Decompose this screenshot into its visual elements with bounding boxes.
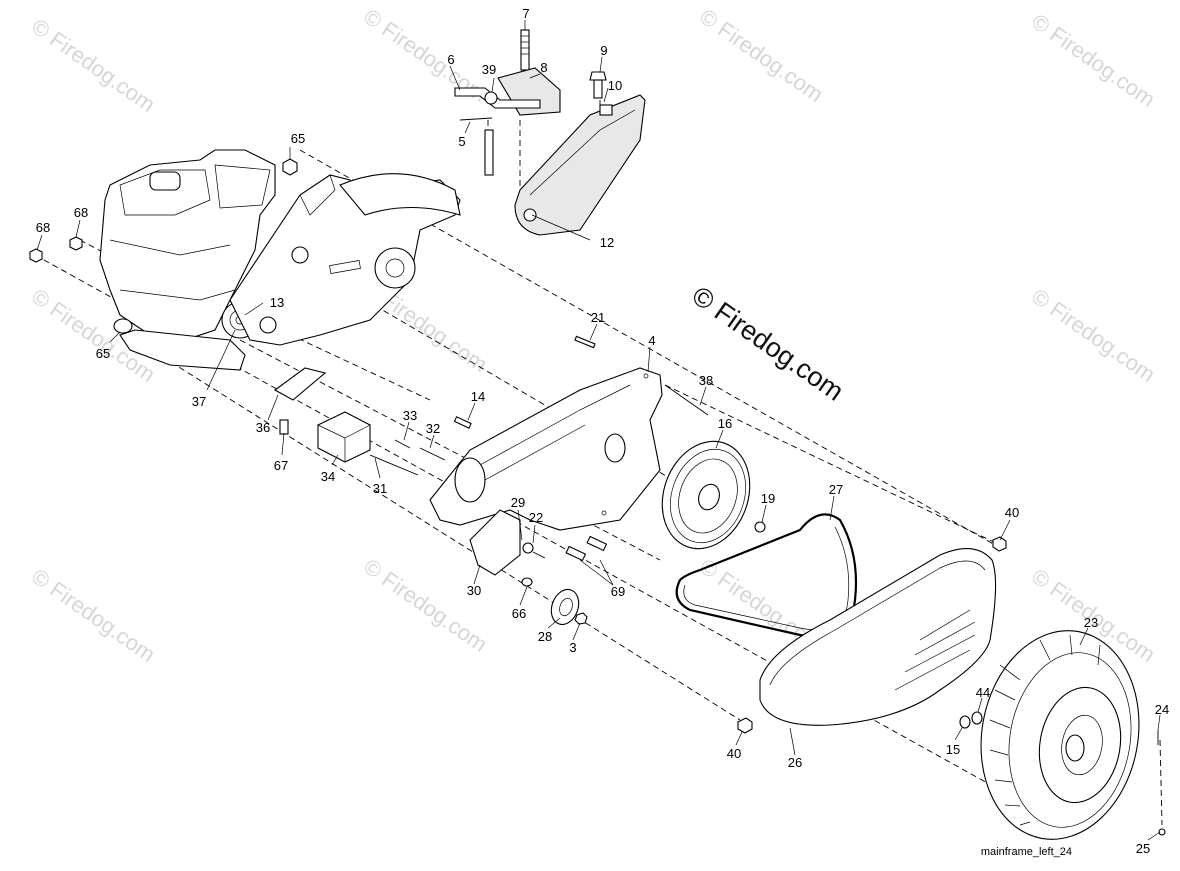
callout-40-bottom: 40 <box>727 746 741 761</box>
callout-12: 12 <box>600 235 614 250</box>
wheel-tire <box>959 630 1166 840</box>
callout-65-bottom: 65 <box>96 346 110 361</box>
watermark-8: © Firedog.com <box>27 564 160 667</box>
callout-29: 29 <box>511 495 525 510</box>
callout-4: 4 <box>648 333 655 348</box>
callout-23: 23 <box>1084 615 1098 630</box>
callout-65-top: 65 <box>291 131 305 146</box>
callout-26: 26 <box>788 755 802 770</box>
watermark-1: © Firedog.com <box>27 14 160 117</box>
callout-40-top: 40 <box>1005 505 1019 520</box>
callout-27: 27 <box>829 482 843 497</box>
callout-66: 66 <box>512 606 526 621</box>
callout-44: 44 <box>976 685 990 700</box>
leader-lines <box>36 20 1161 841</box>
callout-25: 25 <box>1136 841 1150 856</box>
callout-24: 24 <box>1155 702 1169 717</box>
callout-22: 22 <box>529 510 543 525</box>
callout-16: 16 <box>718 416 732 431</box>
watermark-3: © Firedog.com <box>695 4 828 107</box>
idler-assembly <box>469 509 608 626</box>
callout-28: 28 <box>538 629 552 644</box>
main-frame <box>229 173 461 346</box>
callout-30: 30 <box>467 583 481 598</box>
mount-hardware <box>273 335 596 476</box>
callout-7: 7 <box>522 6 529 21</box>
drive-pulley <box>661 384 766 550</box>
callout-67: 67 <box>274 458 288 473</box>
callout-5: 5 <box>458 134 465 149</box>
watermark-4: © Firedog.com <box>1027 9 1160 112</box>
drawing-reference: mainframe_left_24 <box>981 846 1072 858</box>
callout-9: 9 <box>600 43 607 58</box>
callout-15: 15 <box>946 742 960 757</box>
callout-39: 39 <box>482 62 496 77</box>
engine-assembly <box>99 149 276 371</box>
callout-34: 34 <box>321 469 335 484</box>
callout-21: 21 <box>591 310 605 325</box>
callout-36: 36 <box>256 420 270 435</box>
callout-69: 69 <box>611 584 625 599</box>
callout-68-left: 68 <box>36 220 50 235</box>
belt-cover <box>737 536 1007 734</box>
callout-68-right: 68 <box>74 205 88 220</box>
callout-labels: 7 9 6 39 8 10 5 12 65 68 68 13 65 37 21 … <box>36 6 1169 856</box>
callout-33: 33 <box>403 408 417 423</box>
callout-10: 10 <box>608 78 622 93</box>
callout-37: 37 <box>192 394 206 409</box>
callout-14: 14 <box>471 389 485 404</box>
callout-13: 13 <box>270 295 284 310</box>
callout-8: 8 <box>540 60 547 75</box>
hardware-nuts <box>29 158 298 334</box>
watermark-9: © Firedog.com <box>359 554 492 657</box>
callout-6: 6 <box>447 52 454 67</box>
callout-31: 31 <box>373 481 387 496</box>
watermark-7: © Firedog.com <box>1027 284 1160 387</box>
callout-38: 38 <box>699 373 713 388</box>
belt-guard-plate <box>429 367 663 531</box>
callout-3: 3 <box>569 640 576 655</box>
callout-32: 32 <box>426 421 440 436</box>
callout-19: 19 <box>761 491 775 506</box>
hitch-parts <box>454 29 646 236</box>
